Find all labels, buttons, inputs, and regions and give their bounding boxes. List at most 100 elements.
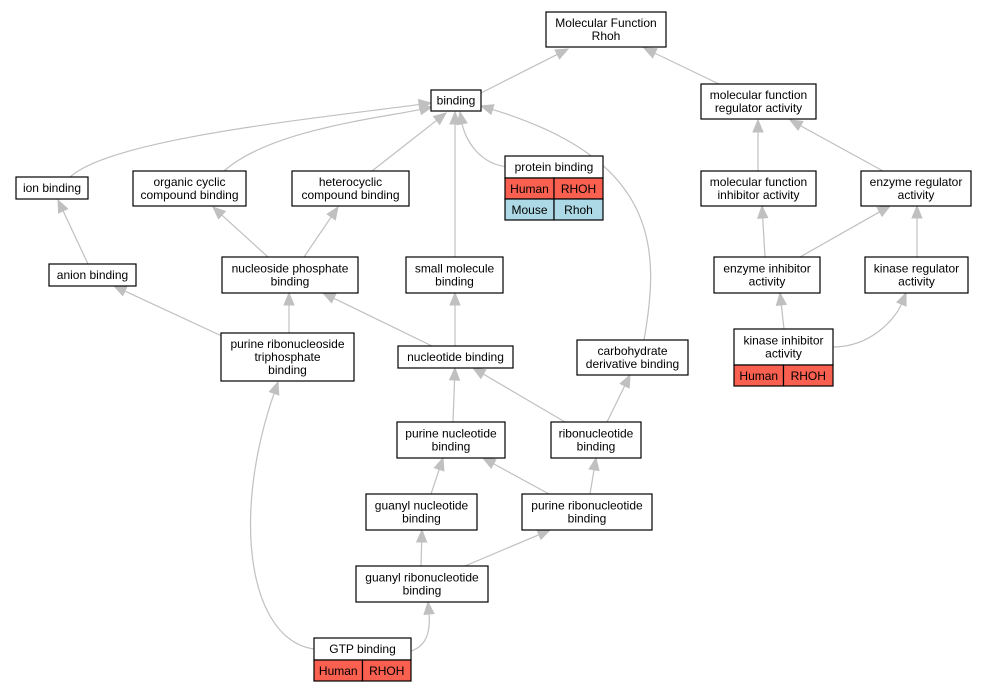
edge-gtp-binding-to-guanyl-ribonucleotide-arrowhead [423,600,435,615]
edge-purine-ribonucleoside-tp-to-anion-binding-arrowhead [112,285,128,297]
gene-label: RHOH [561,182,596,196]
node-binding-label-line-1: binding [437,94,476,108]
edge-ribonucleotide-to-nucleotide-binding-line [482,373,566,423]
node-purine-nucleotide-label-line-1: purine nucleotide [405,427,497,441]
edge-protein-binding-to-binding-arrowhead [456,110,468,126]
node-binding[interactable]: binding [430,89,482,112]
node-nucleotide-binding-label-line-1: nucleotide binding [407,350,504,364]
node-purine-ribonucleoside-tp-label-line-1: purine ribonucleoside [230,337,344,351]
edge-enzyme-inhibitor-to-enzyme-regulator-arrowhead [876,205,892,218]
node-ribonucleotide-label-line-1: ribonucleotide [559,427,634,441]
edge-kinase-inhibitor-to-enzyme-inhibitor [775,291,788,330]
edge-gtp-binding-to-guanyl-ribonucleotide [410,600,435,652]
edge-ribonucleotide-to-nucleotide-binding-arrowhead [471,367,487,380]
node-guanyl-ribonucleotide-label-line-1: guanyl ribonucleotide [365,571,479,585]
species-label: Human [510,182,549,196]
edge-binding-to-mf-root-line [480,53,559,94]
node-mf-inhibitor-label-line-2: inhibitor activity [717,188,799,202]
edge-guanyl-ribonucleotide-to-guanyl-nucleotide-line [420,540,423,567]
edge-carbohydrate-derivative-to-binding [479,104,652,341]
edge-purine-ribonucleotide-to-ribonucleotide [588,456,600,495]
edge-protein-binding-to-binding-line [461,122,510,168]
node-guanyl-ribonucleotide-label-line-2: binding [403,584,442,598]
edge-ribonucleotide-to-carbohydrate-derivative-arrowhead [619,373,631,389]
edge-mf-regulator-to-mf-root [642,47,720,85]
node-ribonucleotide-label-line-2: binding [577,440,616,454]
species-label: Human [739,369,778,383]
edge-guanyl-ribonucleotide-to-guanyl-nucleotide [415,528,428,567]
edge-heterocyclic-to-binding-arrowhead [432,112,448,126]
edge-purine-ribonucleotide-to-purine-nucleotide-line [492,462,550,495]
node-nucleotide-binding[interactable]: nucleotide binding [397,345,514,369]
gene-cell [553,198,604,221]
node-anion-binding-label-line-1: anion binding [57,268,128,282]
edge-gtp-binding-to-purine-ribonucleoside-tp-arrowhead [268,380,280,396]
edge-organic-cyclic-to-binding-arrowhead [418,103,434,116]
node-small-molecule-label-line-1: small molecule [415,262,495,276]
edge-purine-nucleotide-to-nucleotide-binding [448,366,461,423]
edge-carbohydrate-derivative-to-binding-arrowhead [479,104,495,116]
node-purine-nucleotide-box [396,421,506,459]
edge-organic-cyclic-to-binding [223,103,434,172]
node-kinase-inhibitor-label-line-1: kinase inhibitor [743,334,823,348]
edge-purine-nucleotide-to-nucleotide-binding-arrowhead [448,366,461,381]
node-nucleoside-phosphate-box [221,256,359,294]
node-binding-box [430,89,482,112]
edge-mf-inhibitor-to-mf-regulator-arrowhead [752,118,764,133]
node-carbohydrate-derivative-box [576,339,689,376]
edge-ribonucleotide-to-carbohydrate-derivative-line [606,384,626,423]
edge-enzyme-regulator-to-mf-regulator-line [799,124,884,172]
node-small-molecule-label-line-2: binding [435,275,474,289]
node-ion-binding[interactable]: ion binding [15,176,89,200]
edge-enzyme-inhibitor-to-mf-inhibitor-arrowhead [756,204,769,219]
edge-kinase-inhibitor-to-enzyme-inhibitor-arrowhead [775,291,788,307]
edge-ribonucleotide-to-nucleotide-binding [471,367,566,423]
node-kinase-inhibitor-label-line-2: activity [765,347,802,361]
edge-gtp-binding-to-purine-ribonucleoside-tp-line [250,392,315,650]
node-mf-root-label-line-1: Molecular Function [555,16,656,30]
node-guanyl-nucleotide-label-line-1: guanyl nucleotide [375,499,469,513]
node-purine-ribonucleoside-tp-label-line-3: binding [268,363,307,377]
node-enzyme-regulator-box [860,170,972,207]
node-carbohydrate-derivative-label-line-1: carbohydrate [597,344,667,358]
edge-enzyme-inhibitor-to-enzyme-regulator-line [799,210,881,258]
node-heterocyclic-label-line-2: compound binding [301,188,399,202]
edge-nucleotide-binding-to-nucleoside-phosphate-arrowhead [321,292,337,304]
edge-protein-binding-to-binding [456,110,510,168]
node-kinase-inhibitor-box [733,328,834,366]
node-purine-ribonucleotide-label-line-1: purine ribonucleotide [531,499,643,513]
node-ion-binding-box [15,176,89,200]
edge-carbohydrate-derivative-to-binding-line [491,108,652,341]
node-purine-ribonucleoside-tp-box [220,332,355,382]
edge-enzyme-regulator-to-mf-regulator [788,119,884,172]
edge-purine-ribonucleotide-to-purine-nucleotide [481,457,550,495]
edge-organic-cyclic-to-binding-line [223,108,422,172]
edge-mf-regulator-to-mf-root-line [653,52,720,85]
node-anion-binding[interactable]: anion binding [48,263,137,287]
edge-purine-ribonucleotide-to-ribonucleotide-arrowhead [588,456,600,472]
node-enzyme-regulator-label-line-2: activity [898,188,935,202]
edge-binding-to-mf-root [480,48,570,94]
